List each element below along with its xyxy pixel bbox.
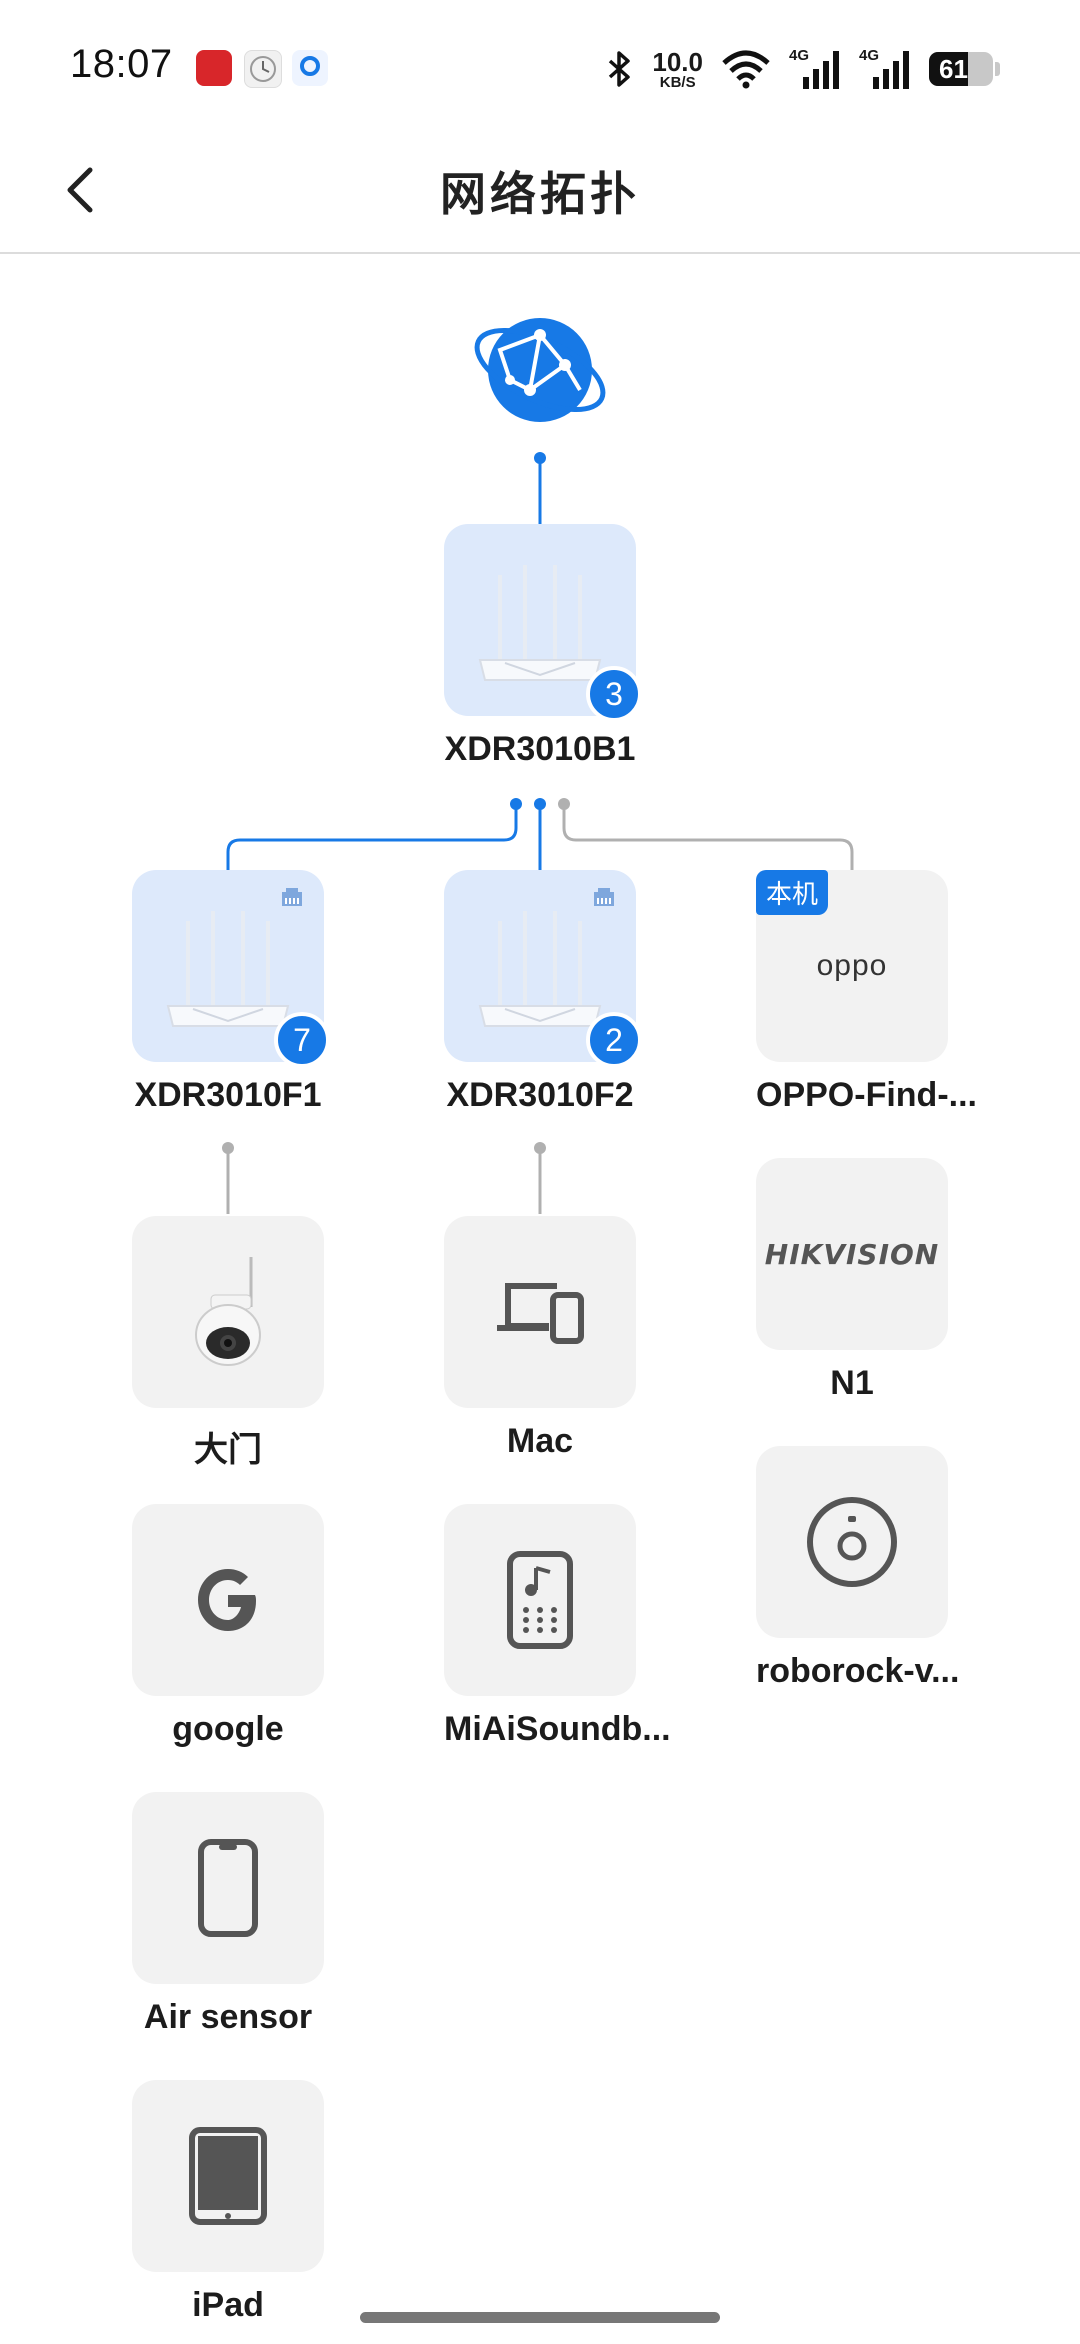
top-app-bar: 网络拓扑 [0,130,1080,254]
device-name-roborock: roborock-v... [756,1652,960,1690]
device-tile-air-sensor[interactable] [132,1792,324,1984]
device-node-mac[interactable]: Mac [444,1216,636,1461]
app-notification-icon-2 [292,50,328,86]
router-name-f1: XDR3010F1 [134,1076,322,1114]
main-router-name: XDR3010B1 [444,730,636,768]
device-name-oppo: OPPO-Find-... [756,1076,977,1114]
device-tile-oppo[interactable]: 本机 oppo [756,870,948,1062]
device-node-air-sensor[interactable]: Air sensor [132,1792,324,2037]
device-node-ipad[interactable]: iPad [132,2080,324,2325]
router-icon [166,911,290,1027]
router-node-f2[interactable]: 2 XDR3010F2 [444,870,642,1115]
router-tile-f2[interactable]: 2 [444,870,642,1068]
device-node-n1[interactable]: HIKVISION N1 [756,1158,948,1403]
device-tile-google[interactable] [132,1504,324,1696]
device-node-camera[interactable]: 大门 [132,1216,324,1471]
router-name-f2: XDR3010F2 [446,1076,634,1114]
phone-icon [198,1839,258,1937]
device-name-ipad: iPad [192,2286,264,2324]
router-tile-f1[interactable]: 7 [132,870,330,1068]
back-button[interactable] [48,158,112,222]
status-bar: 18:07 10.0 KB/S 4G 4G 61 [0,0,1080,130]
cellular-signal-1: 4G [789,47,841,91]
device-node-google[interactable]: google [132,1504,324,1749]
router-icon [478,911,602,1027]
device-name-mac: Mac [506,1422,574,1460]
client-count-badge: 2 [586,1012,642,1068]
device-node-roborock[interactable]: roborock-v... [756,1446,960,1691]
device-node-oppo[interactable]: 本机 oppo OPPO-Find-... [756,870,977,1115]
bluetooth-icon [609,51,631,87]
topology-connectors [222,452,854,1214]
clock-notification-icon [244,50,282,88]
robot-vacuum-icon [807,1497,897,1587]
device-name-speaker: MiAiSoundb... [444,1710,671,1748]
device-tile-mac[interactable] [444,1216,636,1408]
device-tile-speaker[interactable] [444,1504,636,1696]
device-node-speaker[interactable]: MiAiSoundb... [444,1504,671,1749]
camera-icon [195,1257,261,1366]
page-title: 网络拓扑 [440,168,640,220]
device-name-camera: 大门 [194,1431,262,1469]
router-icon [478,565,602,681]
status-time: 18:07 [70,42,173,86]
client-count-badge: 3 [586,666,642,722]
internet-node[interactable] [470,310,610,430]
oppo-logo: oppo [816,949,888,982]
device-name-n1: N1 [830,1364,874,1402]
device-tile-ipad[interactable] [132,2080,324,2272]
laptop-phone-icon [497,1283,584,1344]
music-remote-icon [507,1551,573,1649]
device-name-air-sensor: Air sensor [143,1998,313,2036]
this-device-badge: 本机 [756,870,829,915]
cellular-signal-2: 4G [859,47,911,91]
router-node-f1[interactable]: 7 XDR3010F1 [132,870,330,1115]
device-tile-camera[interactable] [132,1216,324,1408]
network-speed: 10.0 KB/S [652,46,703,91]
google-icon [198,1569,256,1631]
device-tile-n1[interactable]: HIKVISION [756,1158,948,1350]
main-router-node[interactable]: 3 XDR3010B1 [444,524,642,769]
status-indicators: 10.0 KB/S 4G 4G 61 [604,44,1000,94]
device-name-google: google [172,1710,284,1748]
chevron-left-icon [67,167,93,213]
tablet-icon [189,2127,267,2225]
main-router-tile[interactable]: 3 [444,524,642,722]
app-notification-icon [196,50,232,86]
wifi-icon [722,50,770,89]
client-count-badge: 7 [274,1012,330,1068]
globe-icon [474,318,606,422]
battery-icon: 61 [929,52,993,86]
ethernet-icon [282,888,302,906]
home-indicator[interactable] [360,2312,720,2323]
ethernet-icon [594,888,614,906]
hikvision-logo: HIKVISION [764,1237,940,1271]
device-tile-roborock[interactable] [756,1446,948,1638]
